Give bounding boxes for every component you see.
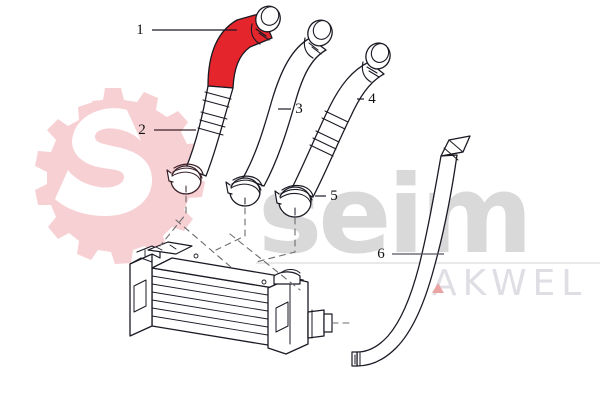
seim-gear-logo bbox=[35, 88, 205, 264]
hose-3-top-collar bbox=[303, 19, 333, 59]
hose-3-clamp-ring bbox=[225, 175, 263, 207]
callout-4[interactable]: 4 bbox=[357, 91, 376, 107]
callout-1[interactable]: 1 bbox=[136, 22, 237, 38]
dash-diagonal-right bbox=[229, 233, 301, 291]
callout-2[interactable]: 2 bbox=[138, 122, 196, 138]
callout-6[interactable]: 6 bbox=[377, 246, 444, 262]
dash-hose5-to-cooler bbox=[255, 217, 296, 263]
hose-4-5-mid-collar bbox=[309, 110, 349, 157]
callout-5[interactable]: 5 bbox=[315, 188, 338, 204]
callout-2-number: 2 bbox=[138, 122, 146, 138]
intercooler-outlet-neck bbox=[307, 309, 333, 339]
hose-1-collar-bands bbox=[197, 91, 232, 136]
callout-5-number: 5 bbox=[330, 188, 338, 204]
hose-3-body bbox=[242, 37, 327, 187]
watermark-subbrand: AKWEL bbox=[432, 263, 587, 304]
callout-4-number: 4 bbox=[368, 91, 376, 107]
callout-3[interactable]: 3 bbox=[278, 101, 303, 117]
hose-5-clamp-ring bbox=[274, 184, 314, 218]
intercooler-right-tank bbox=[261, 269, 309, 355]
callout-6-number: 6 bbox=[377, 246, 385, 262]
dash-hose3-to-cooler bbox=[215, 207, 246, 251]
dash-hose2-to-cooler bbox=[159, 195, 187, 247]
hose-2-clamp-ring bbox=[166, 163, 204, 195]
intercooler-assembly bbox=[129, 241, 333, 355]
hose-part-1-2 bbox=[166, 5, 281, 195]
hose-part-3 bbox=[225, 19, 333, 207]
akwel-accent-icon bbox=[432, 283, 444, 293]
hose-part-4-5 bbox=[274, 42, 391, 218]
hose-4-top-collar bbox=[361, 42, 391, 83]
callout-3-number: 3 bbox=[295, 101, 303, 117]
hose-1-top-collar bbox=[250, 5, 281, 45]
assembly-dashed-lines bbox=[159, 195, 353, 324]
pipe-6-end-cuff bbox=[351, 351, 361, 367]
dash-diagonal-left bbox=[175, 219, 233, 269]
callout-1-number: 1 bbox=[136, 22, 144, 38]
intercooler-fins bbox=[151, 275, 287, 339]
pipe-6-top-flange bbox=[440, 135, 471, 161]
hose-4-5-body bbox=[291, 61, 385, 198]
